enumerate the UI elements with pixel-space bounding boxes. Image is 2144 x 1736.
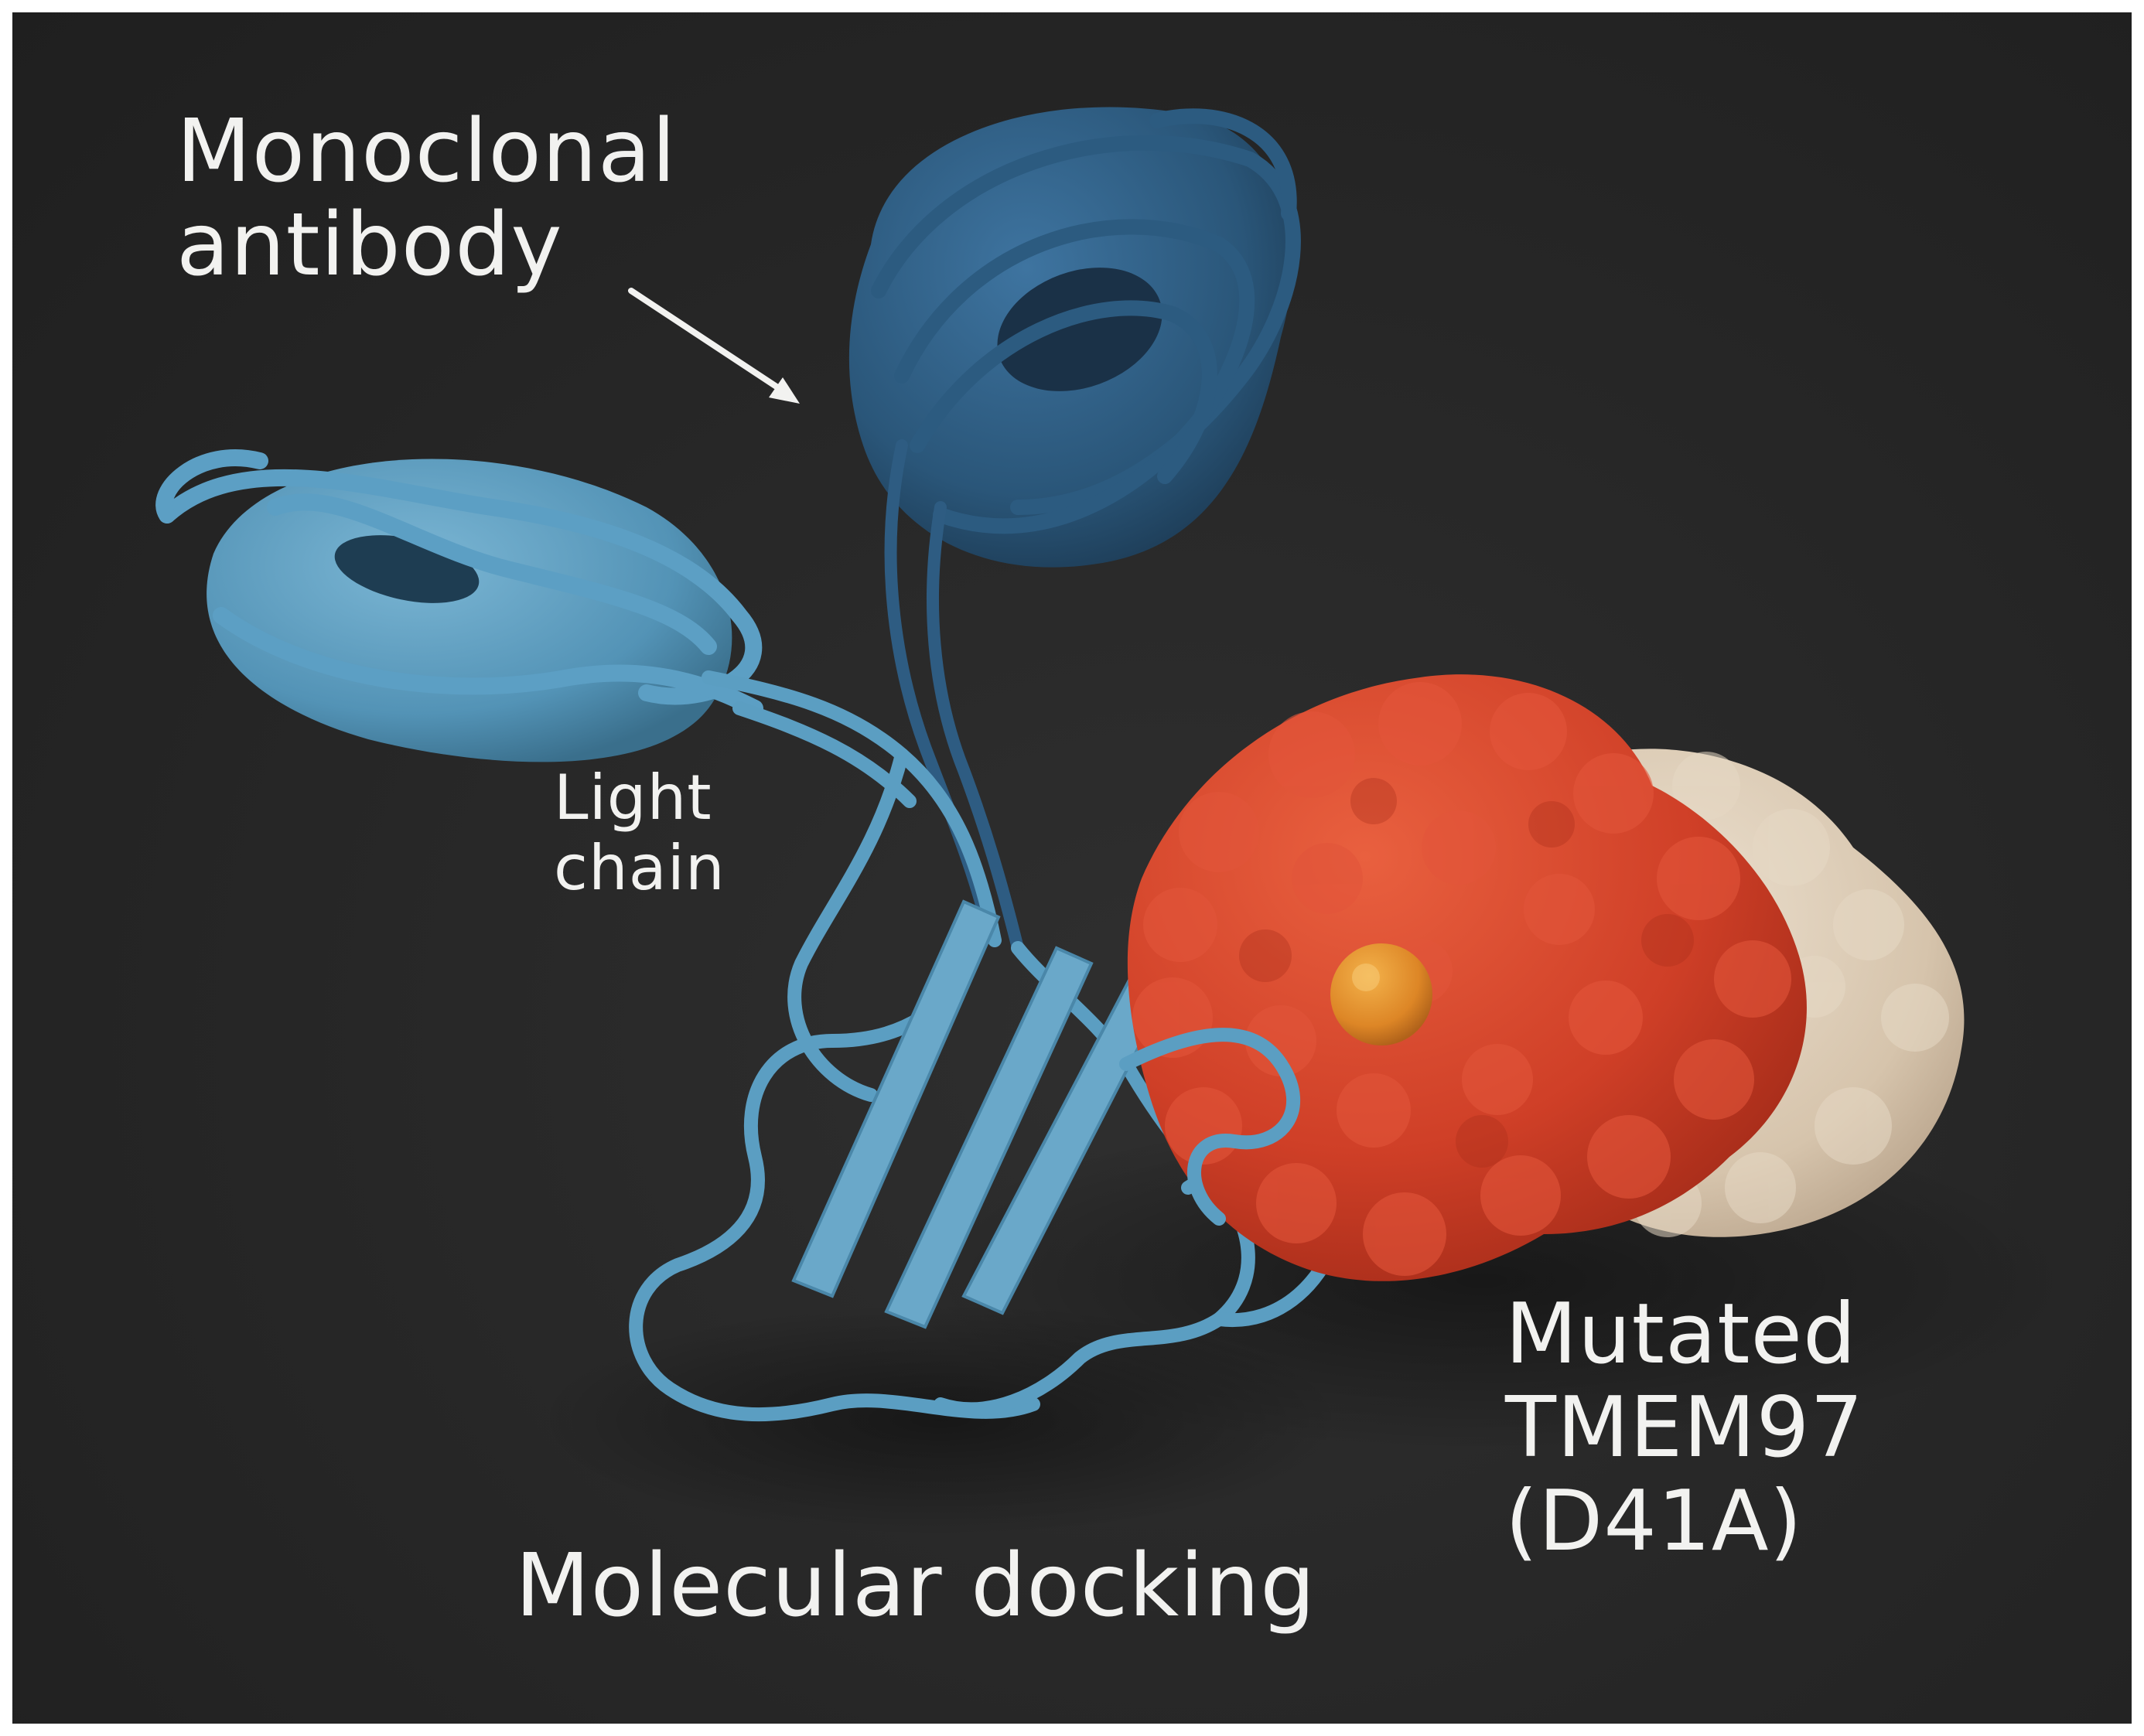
antibody-label-line2: antibody xyxy=(176,194,563,295)
figure-caption: Molecular docking xyxy=(515,1536,1316,1636)
front-loop xyxy=(1119,1028,1301,1226)
binding-site xyxy=(1330,943,1432,1045)
antibody-label: Monoclonal antibody xyxy=(176,105,677,292)
molecular-scene xyxy=(155,107,2070,1536)
mutant-label: Mutated TMEM97 (D41A) xyxy=(1505,1288,1864,1569)
light-chain-label: Light chain xyxy=(554,762,725,905)
heavy-chain-domain xyxy=(848,107,1301,954)
antibody-label-line1: Monoclonal xyxy=(176,101,677,202)
mutant-label-line1: Mutated xyxy=(1505,1286,1857,1383)
light-chain-label-line1: Light xyxy=(554,762,712,834)
annotation-arrow xyxy=(628,288,800,404)
mutant-label-line2: TMEM97 xyxy=(1505,1379,1864,1476)
mutant-label-line3: (D41A) xyxy=(1505,1472,1803,1570)
light-chain-label-line2: chain xyxy=(554,832,725,905)
beta-sheet-region xyxy=(629,748,1350,1422)
image-frame: Monoclonal antibody Light chain Mutated … xyxy=(12,12,2132,1724)
